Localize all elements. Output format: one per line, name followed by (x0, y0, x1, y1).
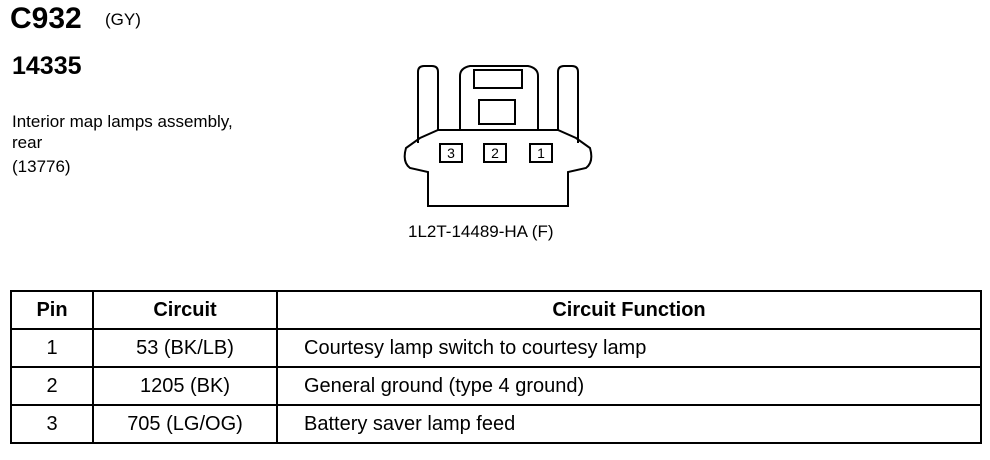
cavity-label-2: 2 (491, 145, 499, 161)
header-circuit-function: Circuit Function (276, 290, 982, 330)
circuit-cell: 53 (BK/LB) (92, 328, 278, 368)
connector-id: C932 (10, 2, 82, 35)
pin-table: Pin Circuit Circuit Function 1 53 (BK/LB… (10, 290, 982, 444)
header-circuit: Circuit (92, 290, 278, 330)
function-cell: Battery saver lamp feed (276, 404, 982, 444)
part-number: 14335 (12, 52, 82, 80)
connector-part-caption: 1L2T-14489-HA (F) (408, 222, 554, 241)
description-line-1: Interior map lamps assembly, (12, 112, 233, 131)
table-row: 1 53 (BK/LB) Courtesy lamp switch to cou… (10, 328, 982, 368)
function-cell: General ground (type 4 ground) (276, 366, 982, 406)
latch-window (478, 99, 516, 125)
latch-window-top (473, 69, 523, 89)
cavity-label-3: 3 (447, 145, 455, 161)
left-latch-arm (417, 65, 439, 143)
connector-body (403, 129, 593, 207)
pin-cell: 1 (10, 328, 94, 368)
pin-cell: 2 (10, 366, 94, 406)
connector-diagram: 3 2 1 (403, 65, 593, 207)
circuit-cell: 705 (LG/OG) (92, 404, 278, 444)
right-latch-arm (557, 65, 579, 143)
table-row: 2 1205 (BK) General ground (type 4 groun… (10, 366, 982, 406)
cavity-box-3 (439, 143, 463, 163)
header-pin: Pin (10, 290, 94, 330)
center-latch (459, 65, 539, 130)
description-line-2: rear (12, 133, 43, 152)
circuit-cell: 1205 (BK) (92, 366, 278, 406)
table-header-row: Pin Circuit Circuit Function (10, 290, 982, 330)
description-line-3: (13776) (12, 157, 71, 176)
table-row: 3 705 (LG/OG) Battery saver lamp feed (10, 404, 982, 444)
pin-cell: 3 (10, 404, 94, 444)
function-cell: Courtesy lamp switch to courtesy lamp (276, 328, 982, 368)
cavity-box-2 (483, 143, 507, 163)
cavity-label-1: 1 (537, 145, 545, 161)
cavity-box-1 (529, 143, 553, 163)
connector-color: (GY) (105, 10, 141, 29)
